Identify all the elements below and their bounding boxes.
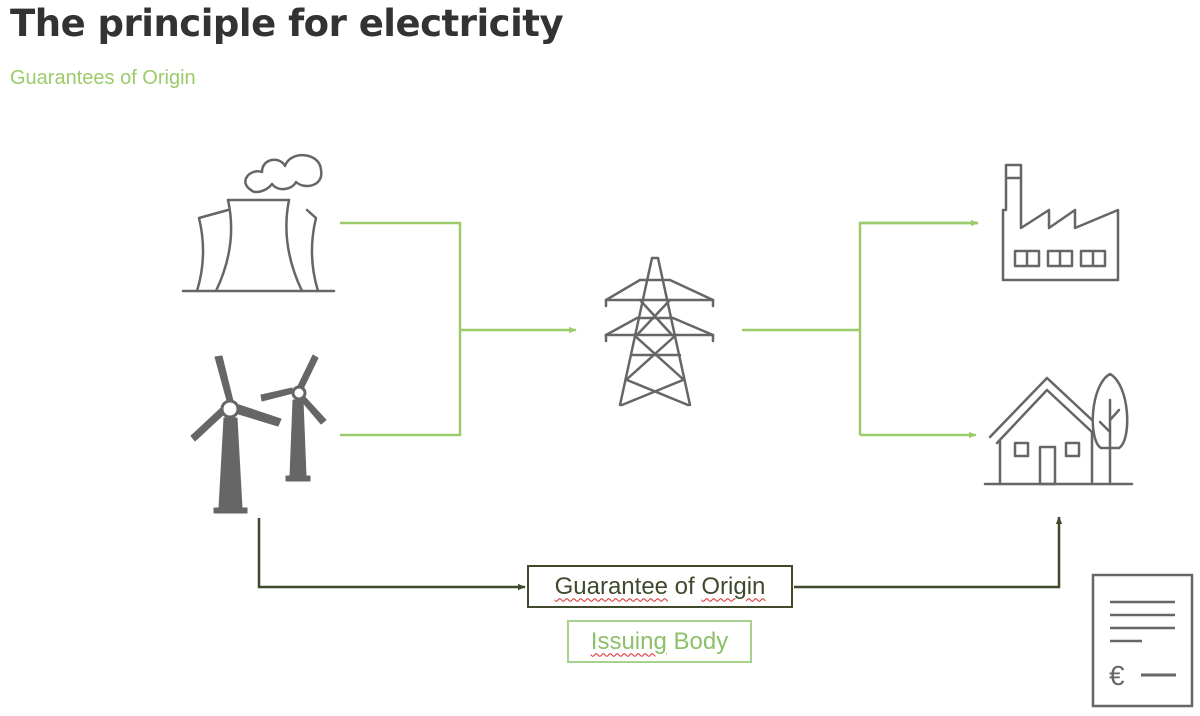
body-word: Body <box>666 627 729 655</box>
page-title: The principle for electricity <box>10 2 564 45</box>
electricity-flow-lines <box>340 219 979 439</box>
page-subtitle: Guarantees of Origin <box>10 67 196 89</box>
house-with-tree-icon <box>983 372 1134 486</box>
consumer-split-line <box>858 221 978 435</box>
invoice-document-icon <box>1091 573 1194 708</box>
origin-word: Origin <box>701 572 766 600</box>
guarantee-word: Guarantee <box>554 572 669 600</box>
guarantee-flow-lines <box>257 516 1063 591</box>
factory-icon <box>1001 163 1120 282</box>
wind-to-certificate-arrow <box>257 518 526 591</box>
plant-to-grid-line <box>340 221 462 437</box>
wind-turbines-icon <box>190 354 327 514</box>
issuing-word: Issuing <box>590 627 667 655</box>
power-plant-icon <box>181 153 336 293</box>
issuing-body-box: Issuing Body <box>567 620 752 663</box>
guarantee-of-origin-box: Guarantee of Origin <box>527 565 793 608</box>
euro-symbol: € <box>1109 660 1125 691</box>
certificate-to-house-arrow <box>794 516 1063 589</box>
transmission-tower-icon <box>604 256 715 407</box>
guarantee-of-word: of <box>668 572 702 600</box>
